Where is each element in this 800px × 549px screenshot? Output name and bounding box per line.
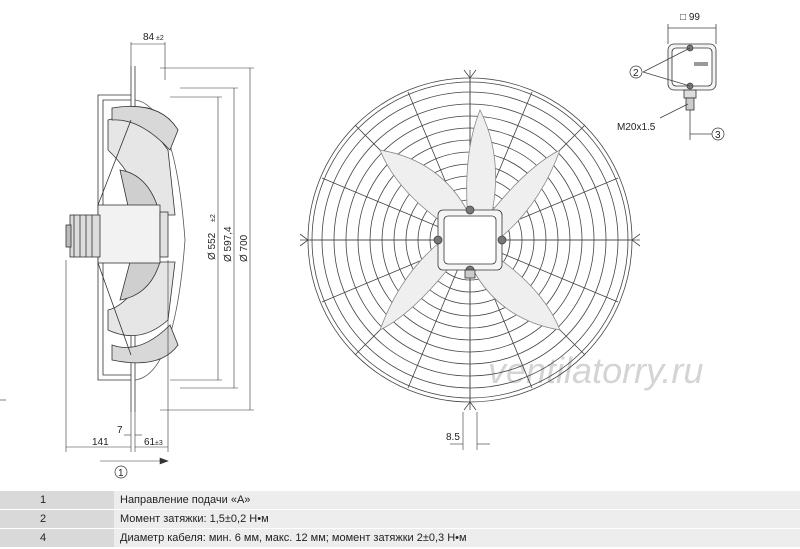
legend-row: 4 Диаметр кабеля: мин. 6 мм, макс. 12 мм… bbox=[0, 528, 800, 548]
dim-depth-7: 7 bbox=[117, 425, 123, 436]
callout-3-circle bbox=[711, 127, 725, 141]
dim-offset-84-tol: ±2 bbox=[156, 35, 164, 42]
legend-number: 4 bbox=[0, 528, 114, 548]
legend-table: 1 Направление подачи «A» 2 Момент затяжк… bbox=[0, 491, 800, 548]
legend-text: Направление подачи «A» bbox=[114, 491, 800, 510]
dim-offset-84: 84 bbox=[143, 32, 155, 43]
dim-box-99: □ 99 bbox=[680, 12, 700, 23]
dim-d552: Ø 552 bbox=[207, 232, 218, 260]
watermark-text: ventilatorry.ru bbox=[488, 350, 703, 391]
front-dimensions bbox=[450, 412, 490, 450]
callout-3: 3 bbox=[715, 130, 721, 141]
legend-text: Момент затяжки: 1,5±0,2 Н•м bbox=[114, 509, 800, 529]
legend-number: 2 bbox=[0, 509, 114, 529]
callout-1: 1 bbox=[118, 468, 124, 479]
front-view bbox=[299, 69, 641, 411]
side-dimensions bbox=[0, 42, 254, 465]
callout-2-circle bbox=[629, 65, 643, 79]
callout-2: 2 bbox=[633, 68, 639, 79]
callout-1-circle bbox=[114, 465, 128, 479]
legend-number: 1 bbox=[0, 491, 114, 510]
dim-depth-61: 61 bbox=[144, 437, 156, 448]
dim-depth-61-tol: ±3 bbox=[155, 440, 163, 447]
legend-text: Диаметр кабеля: мин. 6 мм, макс. 12 мм; … bbox=[114, 528, 800, 548]
dim-d552-sub: ±2 bbox=[210, 214, 217, 222]
dim-depth-141: 141 bbox=[92, 437, 109, 448]
dim-d597: Ø 597,4 bbox=[223, 226, 234, 262]
dim-d700: Ø 700 bbox=[239, 234, 250, 262]
side-view bbox=[65, 66, 186, 412]
legend-row: 1 Направление подачи «A» bbox=[0, 491, 800, 510]
fan-drawing: ventilatorry.ru bbox=[0, 12, 725, 479]
dim-thread: M20x1.5 bbox=[617, 122, 656, 133]
terminal-box-detail bbox=[642, 24, 717, 140]
dim-grille-8-5: 8.5 bbox=[446, 432, 460, 443]
legend-row: 2 Момент затяжки: 1,5±0,2 Н•м bbox=[0, 509, 800, 529]
